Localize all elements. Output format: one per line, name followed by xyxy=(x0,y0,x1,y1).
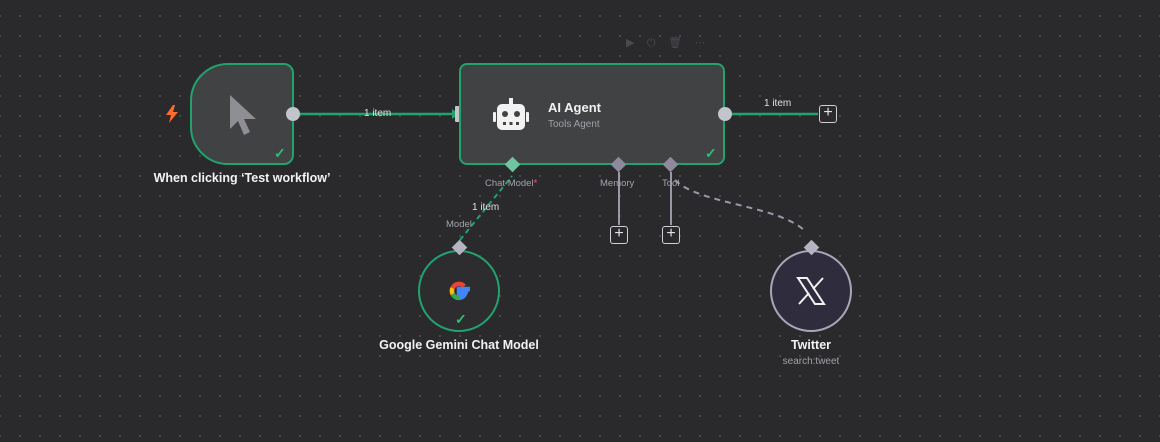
trash-icon[interactable]: 🗑 xyxy=(668,37,683,49)
success-check-icon: ✓ xyxy=(274,145,286,161)
add-tool-button[interactable]: + xyxy=(662,226,680,244)
tool-port-label: Tool xyxy=(662,178,680,189)
add-memory-button[interactable]: + xyxy=(610,226,628,244)
agent-subtitle: Tools Agent xyxy=(548,119,600,130)
gemini-label: Google Gemini Chat Model xyxy=(379,338,539,352)
required-marker: * xyxy=(533,178,538,189)
robot-icon xyxy=(493,98,529,130)
power-icon[interactable]: ⏻ xyxy=(646,37,656,49)
memory-port-label: Memory xyxy=(600,178,635,189)
x-logo-icon xyxy=(796,277,826,305)
add-node-button[interactable]: + xyxy=(819,105,837,123)
model-port-label: Model xyxy=(446,219,472,230)
agent-output-handle[interactable] xyxy=(718,107,732,121)
trigger-output-handle[interactable] xyxy=(286,107,300,121)
chat-model-port-label: Chat Model* xyxy=(485,178,538,189)
edge-label-model-agent: 1 item xyxy=(472,202,500,213)
play-icon[interactable]: ▶ xyxy=(626,37,635,49)
twitter-node[interactable] xyxy=(770,250,852,332)
edge-tool-twitter[interactable] xyxy=(674,179,807,233)
node-toolbar: ▶ ⏻ 🗑 ⋯ xyxy=(626,33,714,51)
gemini-chat-model-node[interactable]: ✓ xyxy=(418,250,500,332)
more-icon[interactable]: ⋯ xyxy=(694,37,706,49)
trigger-node[interactable]: ✓ xyxy=(190,63,294,165)
success-check-icon: ✓ xyxy=(705,145,717,161)
lightning-icon xyxy=(166,105,178,123)
twitter-subtitle: search:tweet xyxy=(782,356,840,367)
ai-agent-node[interactable]: AI Agent Tools Agent ✓ xyxy=(459,63,725,165)
trigger-label: When clicking ‘Test workflow’ xyxy=(153,171,331,185)
success-check-icon: ✓ xyxy=(455,311,467,327)
google-g-icon xyxy=(449,281,470,301)
edge-label-agent-output: 1 item xyxy=(764,98,792,109)
cursor-pointer-icon xyxy=(230,95,256,135)
edge-model-agent[interactable] xyxy=(459,175,513,241)
twitter-label: Twitter xyxy=(790,338,832,352)
edge-label-trigger-agent: 1 item xyxy=(364,108,392,119)
agent-title: AI Agent xyxy=(548,100,601,115)
